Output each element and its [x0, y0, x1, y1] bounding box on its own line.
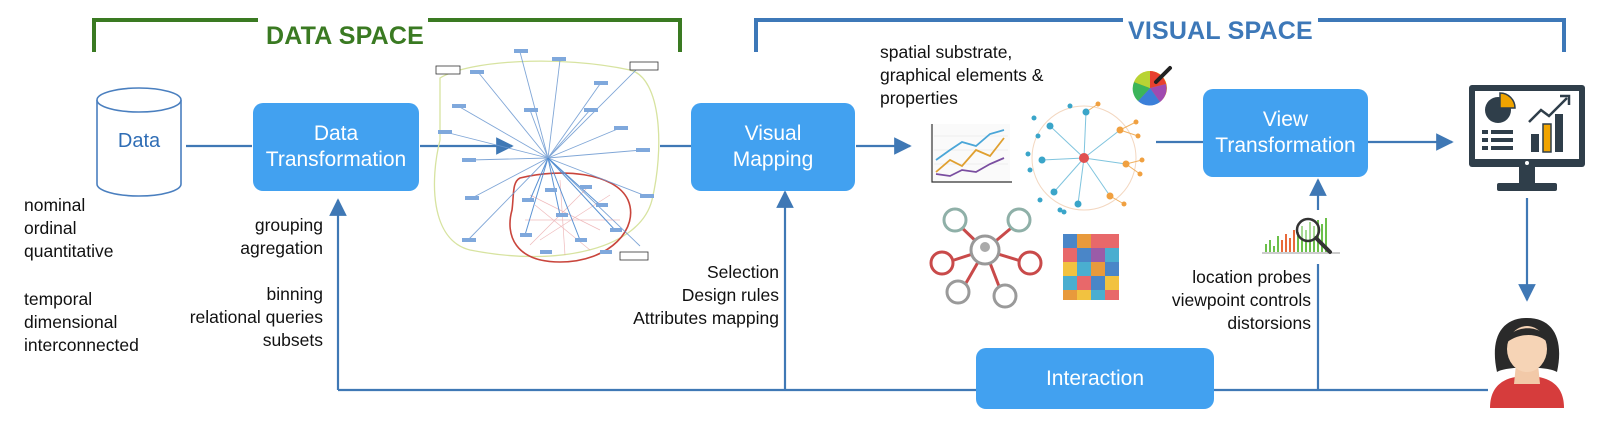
- mapping-ops-list: Selection Design rules Attributes mappin…: [633, 261, 779, 330]
- data-type-item: interconnected: [24, 335, 139, 355]
- radial-tree-icon: [1025, 101, 1145, 215]
- visual-space-bracket: [754, 18, 1566, 52]
- visual-mapping-box: Visual Mapping: [691, 103, 855, 191]
- visual-structures-list: spatial substrate, graphical elements & …: [880, 41, 1043, 110]
- visual-structure-item: graphical elements &: [880, 65, 1044, 85]
- transform-ops-list-b: binning relational queries subsets: [190, 283, 323, 352]
- color-wheel-icon: [1132, 66, 1172, 106]
- view-transformation-line-2: Transformation: [1215, 134, 1356, 157]
- transform-op-item: grouping: [254, 215, 323, 235]
- magnifier-chart-icon: [1262, 217, 1340, 254]
- mapping-op-item: Design rules: [681, 285, 779, 305]
- mapping-op-item: Selection: [707, 262, 779, 282]
- line-chart-icon: [930, 124, 1012, 183]
- visual-structure-item: properties: [880, 88, 958, 108]
- data-type-item: nominal: [24, 195, 86, 215]
- view-op-item: location probes: [1192, 267, 1311, 287]
- data-node-label: Data: [117, 130, 161, 152]
- data-space-bracket: [92, 18, 682, 52]
- flow-arrows: [186, 133, 1536, 392]
- data-transformation-box: Data Transformation: [253, 103, 419, 191]
- data-types-list-b: temporal dimensional interconnected: [24, 288, 139, 357]
- data-transformation-line-1: Data: [313, 122, 359, 145]
- transform-op-item: binning: [266, 284, 323, 304]
- view-ops-list: location probes viewpoint controls disto…: [1172, 266, 1311, 335]
- transform-ops-list-a: grouping agregation: [240, 214, 323, 260]
- network-graph-icon: [433, 49, 660, 263]
- interaction-box: Interaction: [976, 348, 1214, 409]
- mind-map-icon: [929, 207, 1043, 309]
- data-transformation-line-2: Transformation: [265, 148, 407, 171]
- mapping-op-item: Attributes mapping: [633, 308, 779, 328]
- data-type-item: temporal: [24, 289, 93, 309]
- view-op-item: viewpoint controls: [1171, 290, 1311, 310]
- database-icon: [96, 87, 182, 197]
- data-type-item: quantitative: [24, 241, 114, 261]
- visual-structure-item: spatial substrate,: [880, 42, 1013, 62]
- view-transformation-line-1: View: [1262, 108, 1309, 131]
- transform-op-item: relational queries: [189, 307, 323, 327]
- visual-space-title: VISUAL SPACE: [1128, 17, 1313, 45]
- monitor-dashboard-icon: [1469, 85, 1585, 191]
- data-type-item: ordinal: [24, 218, 77, 238]
- data-types-list-a: nominal ordinal quantitative: [24, 194, 114, 263]
- heatmap-icon: [1063, 234, 1119, 300]
- data-space-title: DATA SPACE: [266, 22, 425, 50]
- data-type-item: dimensional: [24, 312, 118, 332]
- view-op-item: distorsions: [1227, 313, 1311, 333]
- transform-op-item: subsets: [262, 330, 323, 350]
- user-avatar-icon: [1490, 318, 1564, 408]
- visual-mapping-line-1: Visual: [744, 122, 802, 145]
- visual-mapping-line-2: Mapping: [732, 148, 814, 171]
- view-transformation-box: View Transformation: [1203, 89, 1368, 177]
- transform-op-item: agregation: [240, 238, 323, 258]
